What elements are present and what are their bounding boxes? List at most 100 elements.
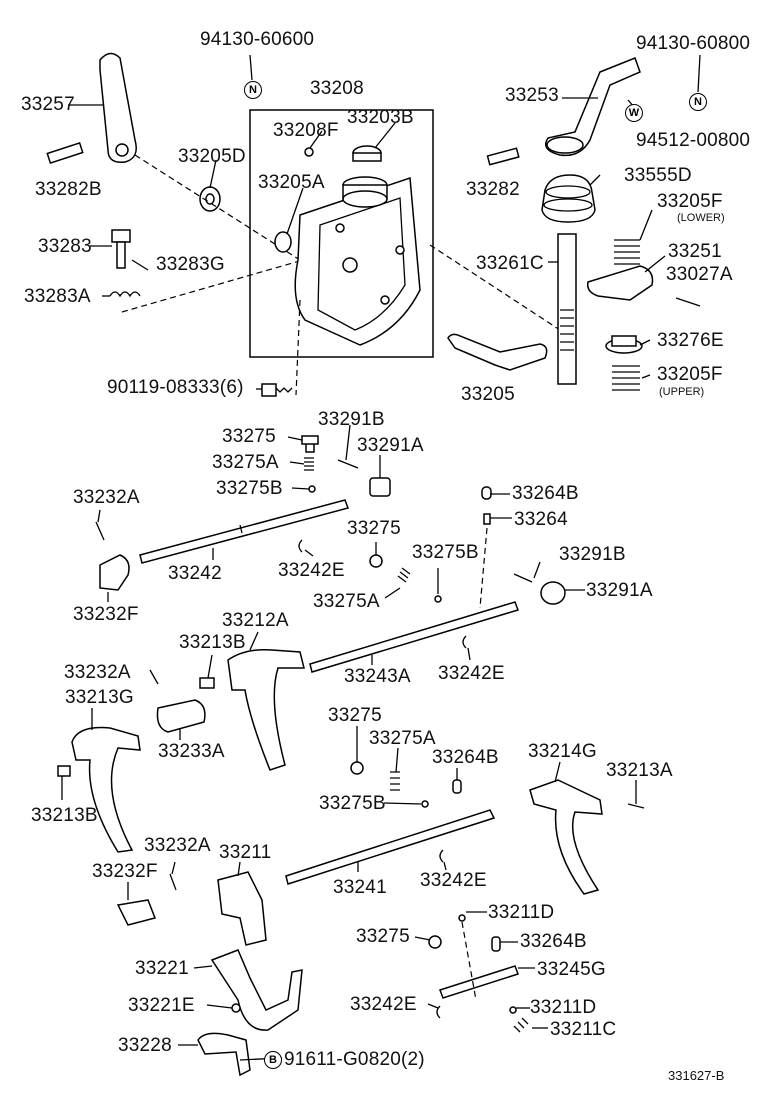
- label-33213A: 33213A: [606, 760, 673, 781]
- label-91611-g0820: 91611-G0820(2): [284, 1049, 425, 1070]
- label-33275B-2: 33275B: [412, 542, 479, 563]
- label-33242E-4: 33242E: [350, 994, 417, 1015]
- part-33264B-1: [481, 486, 492, 500]
- label-33213B-2: 33213B: [31, 805, 98, 826]
- part-33276E-seat: [605, 335, 643, 354]
- label-33291B-1: 33291B: [318, 409, 385, 430]
- n-badge-right: N: [689, 93, 707, 111]
- part-33275B-ball-1: [308, 485, 316, 493]
- label-33275-4: 33275: [356, 926, 410, 947]
- label-33221E: 33221E: [128, 995, 195, 1016]
- label-33283: 33283: [38, 236, 92, 257]
- label-33213B-1: 33213B: [179, 632, 246, 653]
- label-33242E-2: 33242E: [438, 663, 505, 684]
- figure-reference: 331627-B: [668, 1068, 725, 1083]
- part-33257-lever: [68, 52, 137, 163]
- label-33275-2: 33275: [347, 518, 401, 539]
- label-33257: 33257: [21, 94, 75, 115]
- label-33275B-1: 33275B: [216, 478, 283, 499]
- part-33233A-block: [156, 699, 206, 733]
- part-33242E-clip-3: [439, 849, 444, 863]
- part-33282-pin: [486, 147, 520, 166]
- label-33232A-2: 33232A: [64, 662, 131, 683]
- label-33242E-3: 33242E: [420, 870, 487, 891]
- part-33212A-fork: [227, 648, 305, 771]
- label-33205A: 33205A: [258, 172, 325, 193]
- part-33243A-shaft: [309, 601, 519, 673]
- part-33221-fork: [210, 949, 303, 1031]
- label-33208: 33208: [310, 78, 364, 99]
- label-33264: 33264: [514, 509, 568, 530]
- part-33221E-clip: [231, 1003, 241, 1013]
- label-33242: 33242: [168, 563, 222, 584]
- part-33283-bolt: [111, 229, 131, 269]
- label-33213G: 33213G: [65, 687, 134, 708]
- part-33208-housing: [294, 176, 421, 346]
- part-33275-plug-4: [428, 935, 442, 949]
- label-33264B-1: 33264B: [512, 483, 579, 504]
- label-33276E: 33276E: [657, 330, 724, 351]
- part-33232A-pin-1: [95, 521, 105, 541]
- part-33275-plug-3: [350, 761, 364, 775]
- label-33253: 33253: [505, 85, 559, 106]
- part-33555D-boot: [541, 174, 596, 223]
- label-33245G: 33245G: [537, 959, 606, 980]
- part-33228-lever: [197, 1032, 251, 1077]
- label-33283A: 33283A: [24, 286, 91, 307]
- part-33241-shaft: [285, 809, 496, 885]
- label-33203B: 33203B: [347, 107, 414, 128]
- label-33211: 33211: [219, 842, 272, 863]
- part-33245G-rod: [439, 965, 519, 999]
- housing-group-box: [249, 109, 434, 358]
- part-33027A-pin: [675, 297, 701, 307]
- upper-note: (UPPER): [659, 386, 705, 398]
- part-33211-selector: [217, 871, 267, 946]
- label-33212A: 33212A: [222, 610, 289, 631]
- part-33283A-spring: [109, 291, 141, 298]
- w-badge: W: [625, 104, 643, 122]
- leader-lines: [61, 54, 701, 1061]
- part-33242-shaft: [139, 499, 349, 564]
- label-33242E-1: 33242E: [278, 560, 345, 581]
- part-33251-shifter: [586, 265, 654, 301]
- part-33282B-pin: [46, 142, 84, 164]
- b-badge: B: [264, 1051, 282, 1069]
- label-33233A: 33233A: [158, 741, 225, 762]
- label-33211D-2: 33211D: [530, 997, 597, 1018]
- label-33027A: 33027A: [666, 264, 733, 285]
- label-33228: 33228: [118, 1035, 172, 1056]
- part-33242E-clip-4: [436, 1005, 441, 1019]
- part-33213G-fork: [71, 726, 141, 853]
- part-33264-pin: [483, 513, 491, 525]
- part-33283G-pin: [131, 259, 149, 271]
- label-33282B: 33282B: [35, 179, 102, 200]
- part-33211D-ball-1: [458, 914, 466, 922]
- label-33208F: 33208F: [273, 120, 339, 141]
- part-33275-plug-1: [301, 435, 319, 453]
- label-33232F-2: 33232F: [92, 861, 158, 882]
- label-33555D: 33555D: [624, 165, 692, 186]
- label-33264B-2: 33264B: [432, 747, 499, 768]
- part-33205F-lower-spring: [614, 239, 640, 265]
- part-33264B-3: [491, 936, 501, 952]
- part-33213B-bolt-2: [57, 765, 71, 777]
- part-33213A-pin: [627, 803, 645, 809]
- label-33282: 33282: [466, 179, 520, 200]
- part-33291A-block-2: [540, 581, 566, 605]
- label-33205: 33205: [461, 384, 515, 405]
- label-33205F-lower: 33205F: [657, 191, 723, 212]
- label-33291A-2: 33291A: [586, 580, 653, 601]
- label-33214G: 33214G: [528, 741, 597, 762]
- part-33205-lever: [447, 333, 548, 371]
- label-33275-1: 33275: [222, 426, 276, 447]
- part-33205F-upper-spring: [612, 365, 640, 391]
- part-33232F-piece-2: [116, 899, 157, 926]
- label-33291B-2: 33291B: [559, 544, 626, 565]
- label-33205F-upper: 33205F: [657, 364, 723, 385]
- part-33275A-spring-3: [390, 771, 400, 791]
- part-33291A-block-1: [369, 477, 391, 497]
- label-33205D: 33205D: [178, 146, 246, 167]
- part-33205A-washer: [274, 231, 292, 253]
- label-33275-3: 33275: [328, 705, 382, 726]
